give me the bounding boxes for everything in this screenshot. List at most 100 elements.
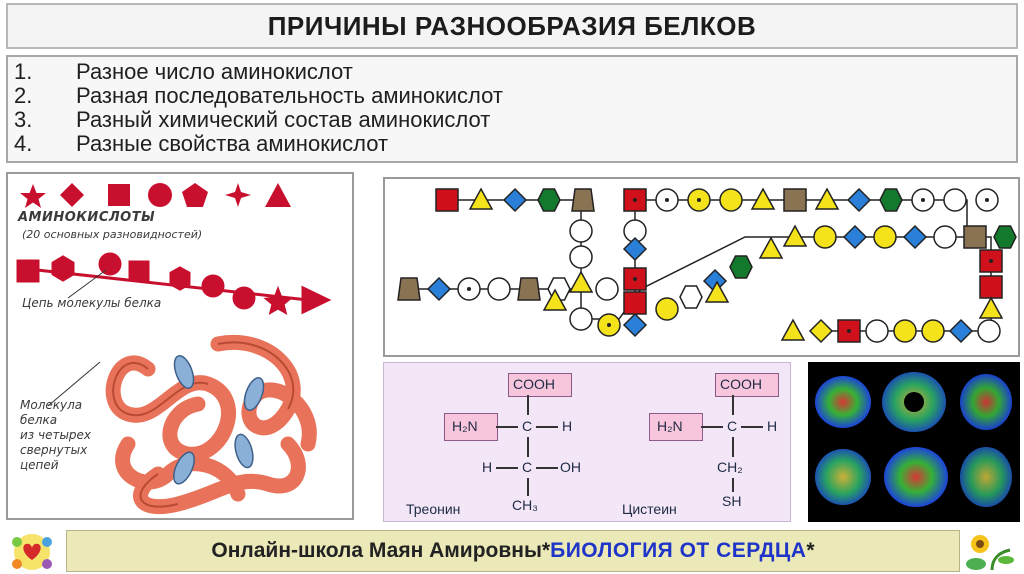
amino-acid-unit bbox=[398, 278, 420, 300]
four-point-star-icon bbox=[225, 183, 251, 207]
chain-square-icon bbox=[130, 262, 148, 280]
amino-acid-unit bbox=[874, 226, 896, 248]
list-item: 3.Разный химический состав аминокислот bbox=[14, 108, 490, 132]
cysteine-c1: C bbox=[727, 418, 737, 434]
bond-line bbox=[536, 467, 558, 469]
amino-acid-unit bbox=[504, 189, 526, 211]
amino-acid-dot bbox=[607, 323, 611, 327]
amino-acid-unit bbox=[784, 189, 806, 211]
amino-acid-unit bbox=[436, 189, 458, 211]
amino-label: АМИНОКИСЛОТЫ bbox=[18, 210, 155, 225]
folded-protein-icon bbox=[113, 342, 309, 506]
star-shape-icon bbox=[20, 184, 46, 208]
bond-line bbox=[536, 426, 558, 428]
amino-acid-unit bbox=[934, 226, 956, 248]
amino-acid-dot bbox=[633, 277, 637, 281]
protein-ribbon-icon bbox=[960, 374, 1012, 430]
amino-acid-unit bbox=[730, 256, 752, 278]
amino-acid-dot bbox=[921, 198, 925, 202]
page-title: ПРИЧИНЫ РАЗНООБРАЗИЯ БЕЛКОВ bbox=[268, 11, 757, 42]
list-item-number: 3. bbox=[14, 108, 76, 132]
list-item: 1.Разное число аминокислот bbox=[14, 60, 353, 84]
bond-line bbox=[732, 437, 734, 457]
chain-square-icon bbox=[18, 261, 38, 281]
amino-acid-unit bbox=[866, 320, 888, 342]
amino-formulas-panel: COOH H₂N C H H C OH CH₃ Треонин COOH H₂N… bbox=[383, 362, 791, 522]
chain-circle-icon bbox=[203, 276, 223, 296]
protein-ribbon-icon bbox=[884, 447, 948, 507]
amino-acid-unit bbox=[894, 320, 916, 342]
cysteine-sh: SH bbox=[722, 493, 741, 509]
amino-acid-dot bbox=[985, 198, 989, 202]
list-item-number: 2. bbox=[14, 84, 76, 108]
cysteine-name: Цистеин bbox=[622, 501, 677, 517]
amino-acid-unit bbox=[624, 314, 646, 336]
amino-acid-unit bbox=[994, 226, 1016, 248]
chain-label: Цепь молекулы белка bbox=[22, 296, 161, 310]
amino-acid-unit bbox=[570, 246, 592, 268]
amino-acid-unit bbox=[596, 278, 618, 300]
amino-acid-unit bbox=[978, 320, 1000, 342]
footer-star: * bbox=[542, 539, 550, 563]
protein-label-line: Молекула bbox=[20, 398, 91, 413]
amino-acid-unit bbox=[570, 308, 592, 330]
brand-name: БИОЛОГИЯ ОТ СЕРДЦА bbox=[550, 539, 806, 563]
amino-acid-unit bbox=[782, 320, 804, 340]
bond-line bbox=[732, 478, 734, 492]
amino-acid-unit bbox=[470, 189, 492, 209]
amino-sequence-graphic bbox=[385, 179, 1018, 355]
amino-acid-unit bbox=[784, 226, 806, 246]
amino-sub-label: (20 основных разновидностей) bbox=[22, 228, 202, 241]
protein-structure-images bbox=[808, 362, 1020, 522]
school-name: Онлайн-школа Маян Амировны bbox=[211, 539, 542, 563]
amino-acid-unit bbox=[752, 189, 774, 209]
chain-circle-icon bbox=[234, 288, 254, 308]
list-item-text: Разное число аминокислот bbox=[76, 59, 353, 84]
threonine-c2: C bbox=[522, 459, 532, 475]
footer-banner: Онлайн-школа Маян Амировны * БИОЛОГИЯ ОТ… bbox=[66, 530, 960, 572]
bond-line bbox=[732, 395, 734, 415]
reasons-list: 1.Разное число аминокислот 2.Разная посл… bbox=[6, 55, 1018, 163]
bond-line bbox=[527, 395, 529, 415]
amino-acid-dot bbox=[847, 329, 851, 333]
school-logo-icon bbox=[2, 530, 62, 574]
list-item: 4.Разные свойства аминокислот bbox=[14, 132, 388, 156]
heme-disc-icon bbox=[232, 433, 256, 470]
amino-acid-illustration: АМИНОКИСЛОТЫ (20 основных разновидностей… bbox=[6, 172, 354, 520]
amino-acid-unit bbox=[720, 189, 742, 211]
protein-ribbon-icon bbox=[815, 376, 871, 428]
amino-sequence-diagram bbox=[383, 177, 1020, 357]
amino-acid-unit bbox=[880, 189, 902, 211]
amino-acid-unit bbox=[624, 292, 646, 314]
bond-line bbox=[496, 426, 518, 428]
bond-line bbox=[496, 467, 518, 469]
bond-line bbox=[701, 426, 723, 428]
amino-acid-unit bbox=[570, 272, 592, 292]
amino-acid-unit bbox=[816, 189, 838, 209]
square-shape-icon bbox=[108, 184, 130, 206]
pentagon-shape-icon bbox=[182, 183, 208, 207]
protein-label: Молекула белка из четырех свернутых цепе… bbox=[20, 398, 91, 473]
amino-acid-unit bbox=[980, 298, 1002, 318]
threonine-ch3: CH₃ bbox=[512, 497, 538, 513]
list-item-number: 4. bbox=[14, 132, 76, 156]
protein-label-line: из четырех bbox=[20, 428, 91, 443]
amino-acid-unit bbox=[814, 226, 836, 248]
chain-circle-icon bbox=[100, 254, 120, 274]
protein-label-line: белка bbox=[20, 413, 91, 428]
amino-acid-unit bbox=[572, 189, 594, 211]
protein-ribbon-icon bbox=[960, 447, 1012, 507]
amino-acid-unit bbox=[656, 298, 678, 320]
amino-acid-unit bbox=[760, 238, 782, 258]
amino-acid-dot bbox=[467, 287, 471, 291]
triangle-shape-icon bbox=[265, 183, 291, 207]
amino-acid-unit bbox=[964, 226, 986, 248]
flower-logo-icon bbox=[962, 530, 1022, 574]
threonine-c1: C bbox=[522, 418, 532, 434]
amino-acid-unit bbox=[624, 238, 646, 260]
amino-acid-dot bbox=[697, 198, 701, 202]
cysteine-h2n: H₂N bbox=[657, 418, 683, 434]
protein-ribbon-icon bbox=[815, 449, 871, 505]
cysteine-h1: H bbox=[767, 418, 777, 434]
amino-acid-dot bbox=[989, 259, 993, 263]
